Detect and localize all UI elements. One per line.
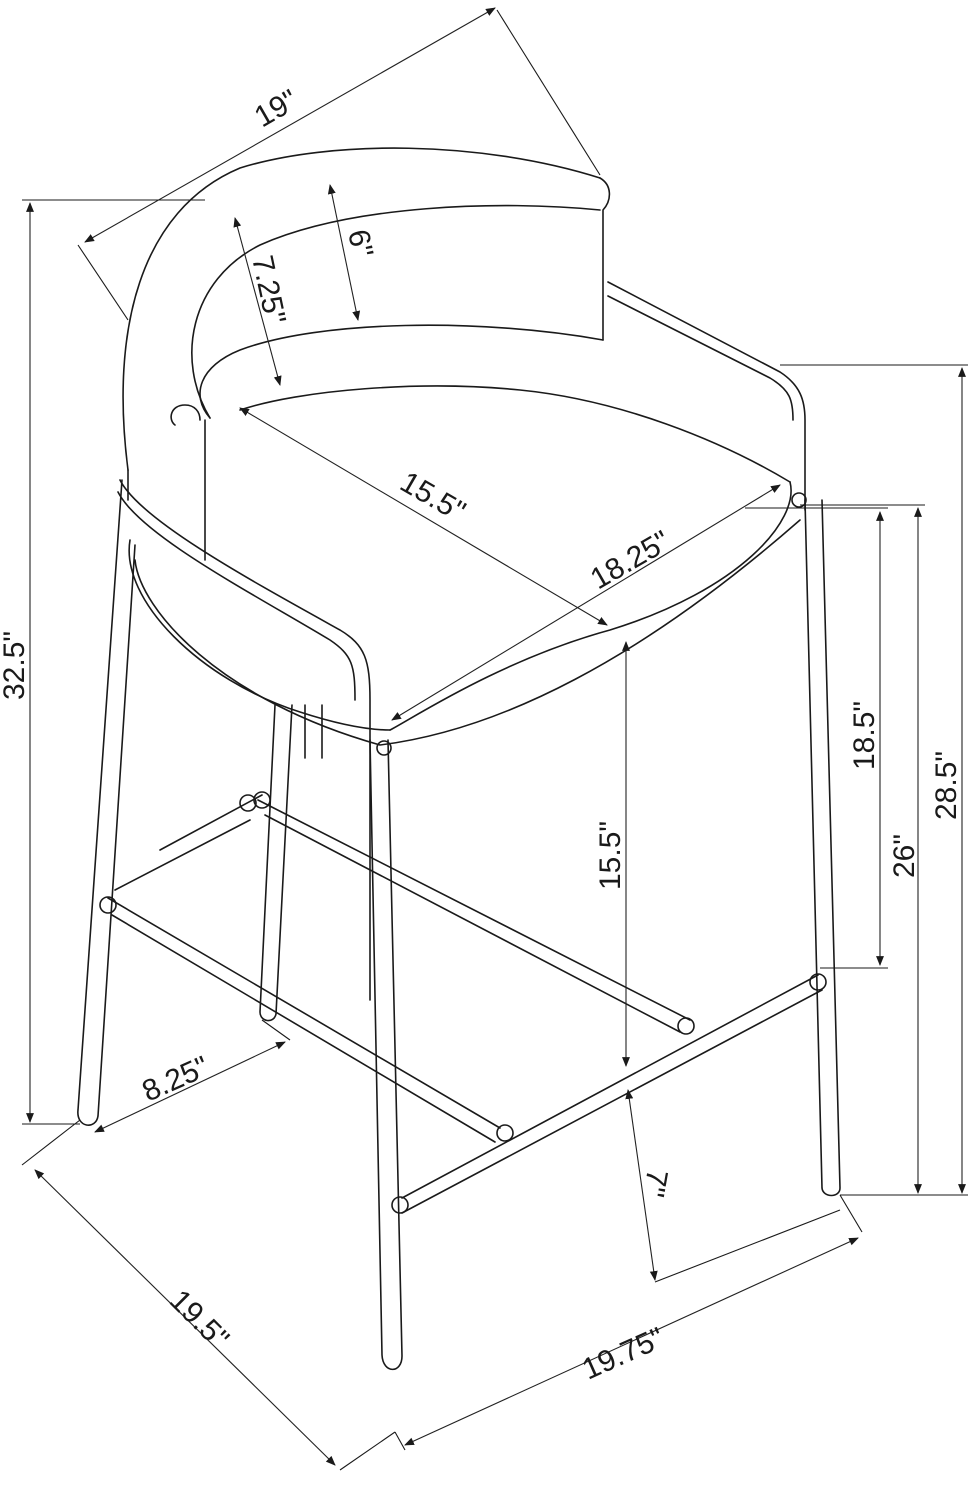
label-base-depth: 19.5": [163, 1284, 235, 1356]
back-left-leg: [259, 704, 293, 1022]
label-leg-spacing: 8.25": [137, 1050, 213, 1108]
right-armrest: [607, 281, 806, 511]
back-right-leg: [804, 499, 841, 1197]
dimension-lines: [21, 7, 968, 1471]
backrest: [122, 147, 601, 471]
label-total-height: 32.5": [0, 631, 31, 700]
back-footrest: [114, 799, 691, 1033]
front-footrest: [107, 897, 501, 1143]
left-armrest: [119, 479, 371, 1001]
label-seat-depth: 18.25": [585, 525, 676, 596]
label-seat-height: 26": [888, 834, 921, 878]
label-back-depth: 7.25": [245, 253, 292, 327]
label-footrest-height: 7": [636, 1167, 673, 1200]
label-armrest-to-footrest: 18.5": [848, 701, 881, 770]
seat: [239, 385, 791, 483]
stool-drawing: [77, 147, 841, 1371]
label-arm-height: 28.5": [930, 751, 963, 820]
label-seat-to-footrest: 15.5": [594, 821, 627, 890]
dimension-labels: 19" 6" 7.25" 15.5" 18.25" 32.5" 15.5" 18…: [0, 83, 963, 1386]
side-footrest: [401, 974, 823, 1214]
front-left-leg: [77, 479, 136, 1126]
front-right-leg: [369, 739, 403, 1371]
label-base-width: 19.75": [577, 1321, 669, 1386]
label-back-width: 19": [249, 83, 304, 134]
label-back-height: 6": [341, 227, 379, 261]
label-seat-width: 15.5": [395, 465, 471, 528]
